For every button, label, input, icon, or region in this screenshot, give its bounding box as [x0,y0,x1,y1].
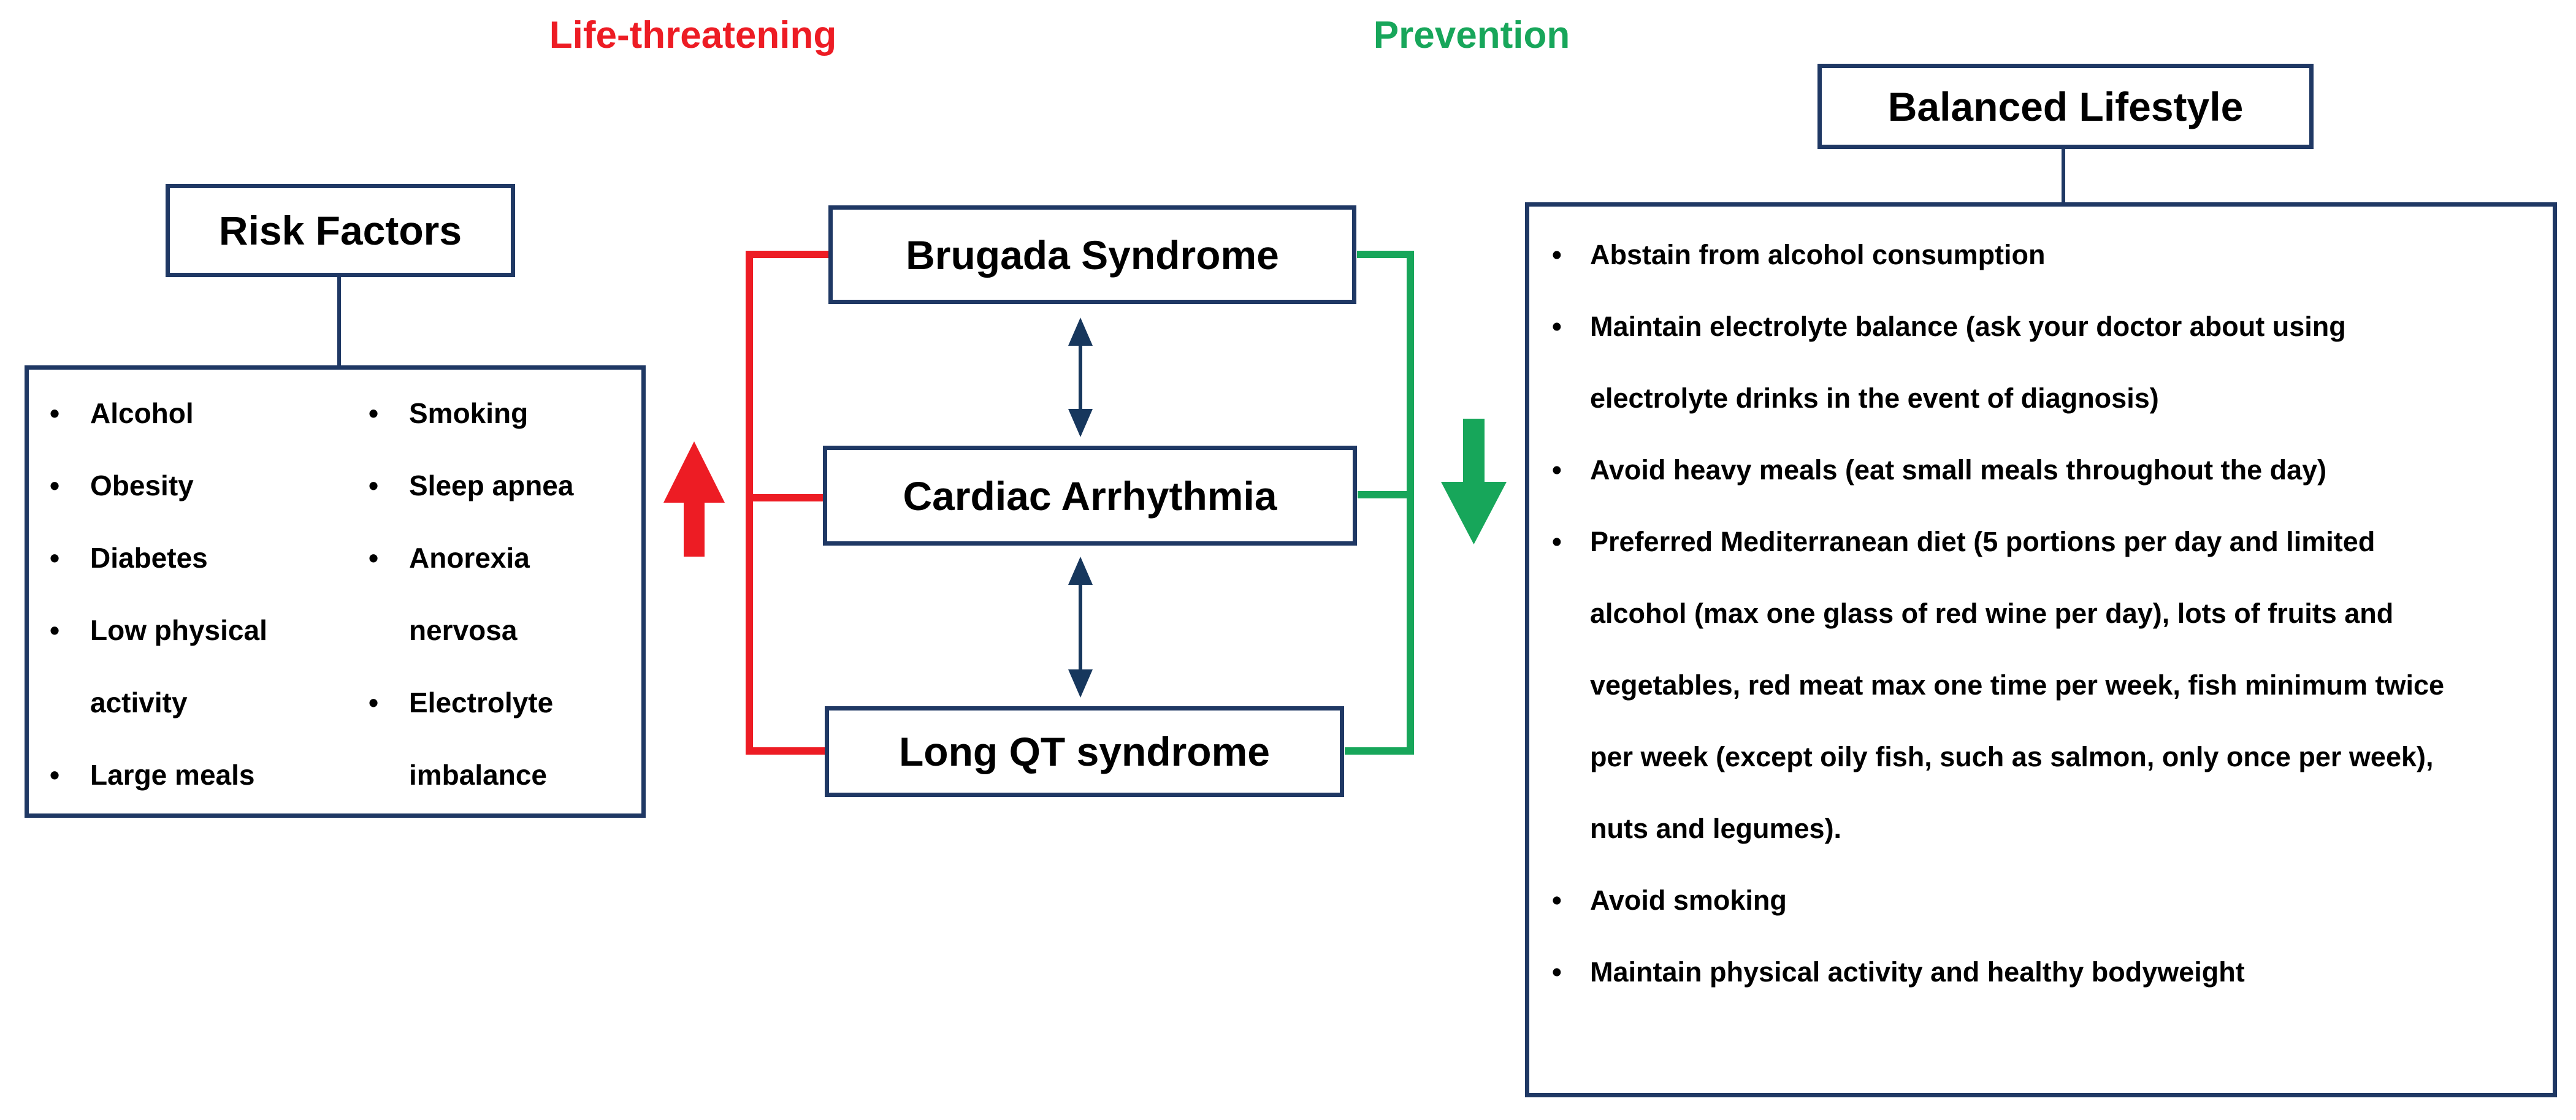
double-arrow-icon-cardiac-longqt [1068,557,1093,698]
risk-factors-title-box: Risk Factors [166,184,515,277]
risk-factors-column-1: • Alcohol • Obesity • Diabetes • Low physical a… [47,377,354,811]
risk-factors-title: Risk Factors [218,208,462,253]
bullet-icon: • [369,470,379,501]
long-qt-syndrome-box: Long QT syndrome [825,706,1344,797]
list-item-label: Preferred Mediterranean diet (5 portions… [1590,526,2445,844]
green-bracket-stub-bottom [1345,747,1414,755]
long-qt-syndrome-label: Long QT syndrome [898,729,1271,774]
list-item: • Diabetes [47,522,354,594]
list-item-label: Obesity [90,470,194,501]
list-item: • Avoid smoking [1550,864,2461,936]
list-item: • Smoking [366,377,630,449]
red-bracket-vertical-line [746,251,753,755]
list-item: • Low physical activity [47,594,354,739]
risk-factors-list-box: • Alcohol • Obesity • Diabetes • Low physical a… [25,365,646,818]
red-up-arrow-icon [663,441,725,557]
red-bracket-stub-top [746,251,831,258]
bullet-icon: • [1552,526,1562,557]
list-item-label: Abstain from alcohol consumption [1590,239,2046,270]
green-bracket-stub-top [1357,251,1414,258]
bullet-icon: • [50,542,60,574]
bullet-icon: • [50,759,60,791]
list-item: • Obesity [47,449,354,522]
bullet-icon: • [1552,885,1562,916]
cardiac-arrhythmia-box: Cardiac Arrhythmia [823,446,1357,546]
list-item: • Anorexia nervosa [366,522,630,666]
brugada-syndrome-box: Brugada Syndrome [828,205,1356,304]
prevention-label: Prevention [1373,14,1570,56]
brugada-syndrome-label: Brugada Syndrome [906,232,1279,278]
list-item-label: Smoking [409,397,529,429]
bullet-icon: • [369,687,379,718]
list-item: • Abstain from alcohol consumption [1550,219,2461,291]
risk-factors-connector-line [337,277,341,367]
bullet-icon: • [50,397,60,429]
balanced-lifestyle-title: Balanced Lifestyle [1887,83,2244,129]
list-item: • Alcohol [47,377,354,449]
bullet-icon: • [50,614,60,646]
list-item-label: Maintain physical activity and healthy b… [1590,956,2245,988]
balanced-lifestyle-connector-line [2062,149,2065,204]
bullet-icon: • [369,542,379,574]
bullet-icon: • [1552,311,1562,342]
balanced-lifestyle-list: • Abstain from alcohol consumption • Mainta… [1550,219,2461,1008]
red-bracket-stub-middle [746,494,825,501]
bullet-icon: • [1552,956,1562,988]
green-bracket-vertical-line [1407,251,1414,755]
list-item-label: Diabetes [90,542,208,574]
bullet-icon: • [1552,454,1562,486]
bullet-icon: • [50,470,60,501]
list-item-label: Large meals [90,759,255,791]
list-item: • Maintain electrolyte balance (ask your … [1550,291,2461,434]
list-item-label: Low physical activity [90,614,267,718]
list-item: • Electrolyte imbalance [366,666,630,811]
list-item-label: Maintain electrolyte balance (ask your d… [1590,311,2346,414]
risk-factors-column-2: • Smoking • Sleep apnea • Anorexia nervosa • El… [366,377,630,811]
green-down-arrow-icon [1441,419,1507,544]
balanced-lifestyle-list-box: • Abstain from alcohol consumption • Mainta… [1525,202,2557,1097]
bullet-icon: • [369,397,379,429]
red-bracket-stub-bottom [746,747,827,755]
list-item: • Maintain physical activity and healthy … [1550,936,2461,1008]
life-threatening-label: Life-threatening [549,14,837,56]
list-item: • Avoid heavy meals (eat small meals thro… [1550,434,2461,506]
green-bracket-stub-middle [1358,491,1414,498]
double-arrow-icon-brugada-cardiac [1068,318,1093,437]
list-item-label: Sleep apnea [409,470,574,501]
list-item: • Large meals [47,739,354,811]
list-item-label: Electrolyte imbalance [409,687,554,791]
list-item: • Sleep apnea [366,449,630,522]
list-item: • Preferred Mediterranean diet (5 portion… [1550,506,2461,864]
cardiac-arrhythmia-label: Cardiac Arrhythmia [903,473,1277,519]
bullet-icon: • [1552,239,1562,270]
balanced-lifestyle-title-box: Balanced Lifestyle [1817,64,2314,149]
list-item-label: Avoid heavy meals (eat small meals throu… [1590,454,2327,486]
list-item-label: Alcohol [90,397,194,429]
list-item-label: Avoid smoking [1590,885,1787,916]
list-item-label: Anorexia nervosa [409,542,530,646]
